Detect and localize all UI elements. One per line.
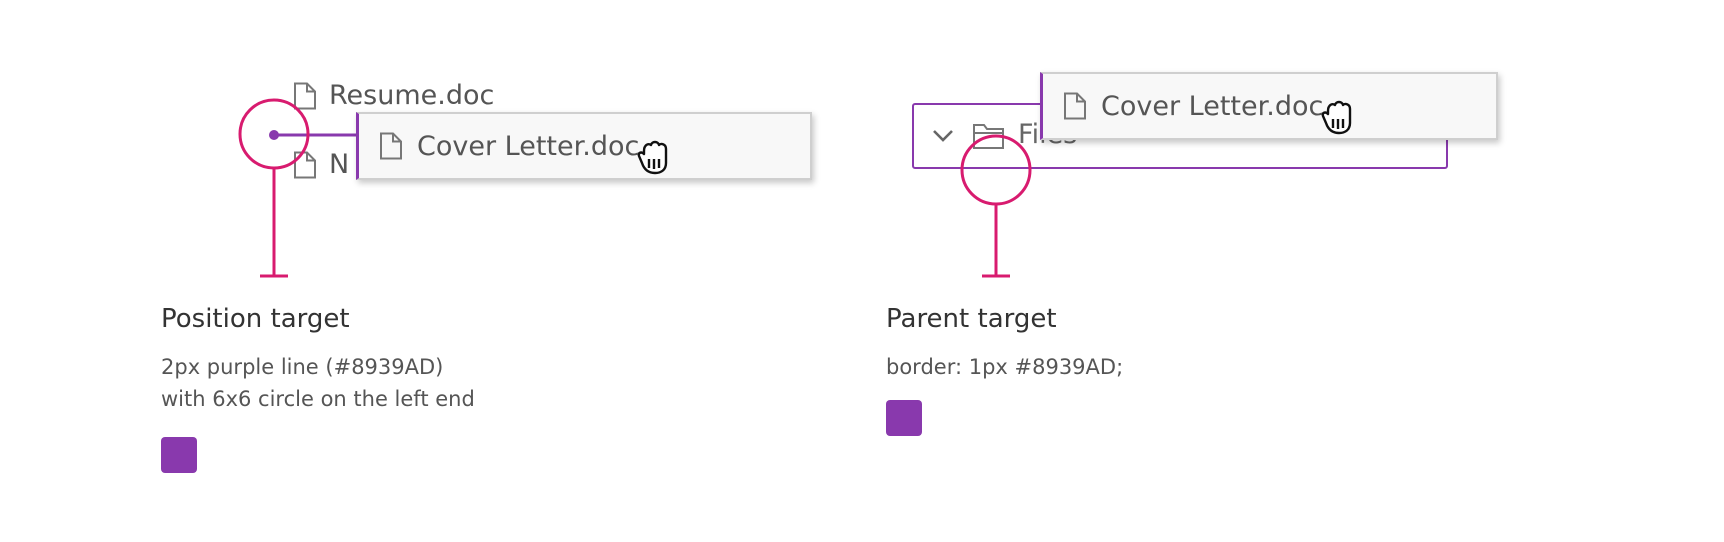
- grab-cursor-icon: [1320, 97, 1356, 135]
- caption-line-1: border: 1px #8939AD;: [886, 355, 1124, 379]
- drag-item-name: Cover Letter.doc: [1101, 90, 1324, 122]
- callout-marker: [238, 98, 310, 278]
- caption-title: Position target: [161, 304, 350, 334]
- drag-ghost-item[interactable]: Cover Letter.doc: [1040, 72, 1498, 140]
- file-icon: [293, 82, 317, 110]
- folder-icon: [972, 121, 1006, 155]
- color-swatch: [161, 437, 197, 473]
- callout-marker: [960, 134, 1032, 278]
- file-name: N: [329, 149, 350, 180]
- file-row-resume[interactable]: Resume.doc: [293, 80, 494, 111]
- file-icon: [1063, 92, 1087, 120]
- file-icon: [379, 132, 403, 160]
- color-swatch: [886, 400, 922, 436]
- chevron-down-icon[interactable]: [930, 123, 956, 153]
- caption-line-2: with 6x6 circle on the left end: [161, 387, 475, 411]
- file-icon: [293, 151, 317, 179]
- position-indicator-line: [269, 130, 362, 140]
- caption-line-1: 2px purple line (#8939AD): [161, 355, 444, 379]
- file-row-partial[interactable]: N: [293, 149, 349, 180]
- caption-title: Parent target: [886, 304, 1057, 334]
- grab-cursor-icon: [636, 137, 672, 175]
- file-name: Resume.doc: [329, 80, 495, 111]
- drag-item-name: Cover Letter.doc: [417, 130, 640, 162]
- drag-ghost-item[interactable]: Cover Letter.doc: [356, 112, 812, 180]
